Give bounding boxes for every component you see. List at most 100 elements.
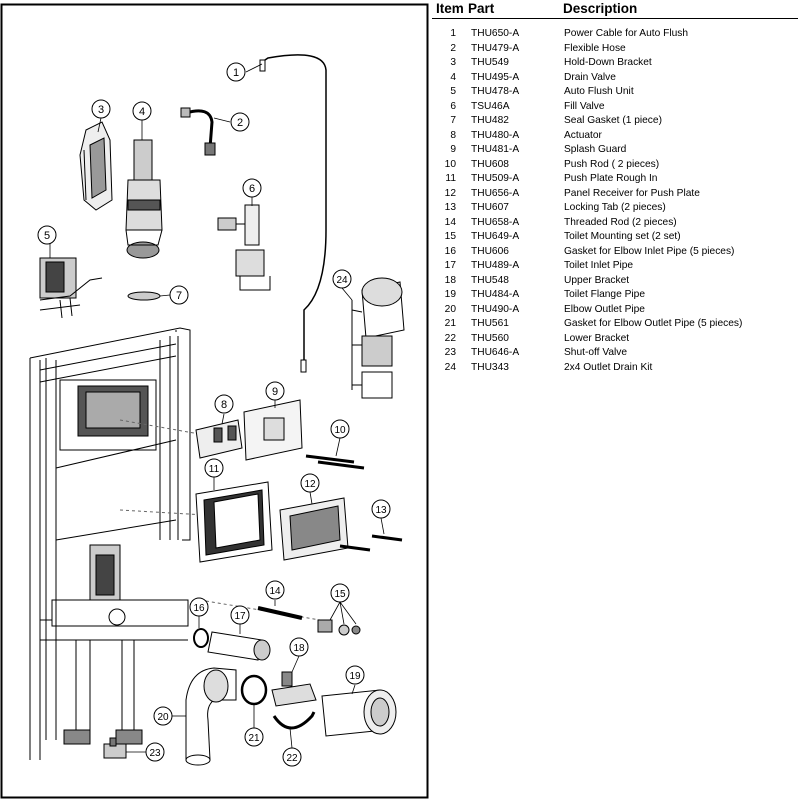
callout-label: 18 [293, 643, 305, 654]
item-number: 14 [444, 216, 456, 228]
power-cable-illustration [259, 54, 327, 373]
callout-14: 14 [265, 580, 285, 600]
callout-11: 11 [204, 458, 224, 478]
callout-4: 4 [132, 101, 152, 121]
callout-label: 5 [44, 230, 50, 242]
part-description: Splash Guard [564, 144, 627, 155]
header-divider [432, 18, 798, 19]
part-number: THU650-A [471, 28, 520, 39]
callout-label: 19 [349, 671, 361, 682]
callout-13: 13 [371, 499, 391, 519]
callout-label: 13 [375, 505, 387, 516]
shut-off-valve-illustration [103, 737, 127, 759]
part-number: THU479-A [471, 42, 520, 54]
part-description: Elbow Outlet Pipe [564, 303, 645, 315]
part-description: Upper Bracket [564, 274, 630, 286]
callout-7: 7 [169, 285, 189, 305]
callout-label: 7 [176, 290, 182, 302]
item-number: 5 [450, 86, 456, 97]
callout-label: 1 [233, 67, 239, 79]
part-number: THU478-A [471, 86, 520, 97]
item-number: 22 [444, 332, 456, 344]
part-number: THU658-A [471, 216, 520, 228]
mounting-frame-illustration [29, 327, 191, 760]
callout-label: 12 [304, 479, 316, 490]
callout-24: 24 [332, 269, 352, 289]
callout-label: 3 [98, 104, 104, 116]
part-number: THU549 [471, 57, 509, 68]
part-description: Auto Flush Unit [564, 86, 634, 97]
item-number: 15 [444, 231, 456, 242]
part-description: Drain Valve [564, 71, 616, 83]
item-number: 9 [450, 144, 456, 155]
push-plate-rough-in-illustration [195, 481, 273, 563]
outlet-drain-kit-illustration [351, 277, 405, 399]
part-description: Actuator [564, 129, 602, 141]
item-number: 19 [444, 289, 456, 300]
part-description: Locking Tab (2 pieces) [564, 202, 666, 213]
callout-label: 20 [157, 712, 169, 723]
part-number: THU495-A [471, 71, 520, 83]
part-number: THU482 [471, 115, 509, 126]
callout-20: 20 [153, 706, 173, 726]
item-number: 12 [444, 187, 456, 199]
callout-label: 2 [237, 117, 243, 129]
part-description: Shut-off Valve [564, 347, 628, 358]
panel-receiver-illustration [279, 497, 371, 561]
part-description: Toilet Inlet Pipe [564, 260, 634, 271]
item-number: 23 [444, 347, 456, 358]
toilet-mounting-set-illustration [317, 619, 361, 636]
callout-15: 15 [330, 583, 350, 603]
part-number: THU608 [471, 158, 509, 170]
item-number: 16 [444, 245, 456, 257]
item-number: 6 [450, 100, 456, 112]
push-rod-illustration [305, 454, 365, 470]
callout-5: 5 [37, 225, 57, 245]
callout-label: 10 [334, 425, 346, 436]
part-number: THU561 [471, 318, 509, 329]
callout-label: 14 [269, 586, 281, 597]
item-number: 1 [450, 28, 456, 39]
gasket-outlet-illustration [240, 674, 268, 706]
fill-valve-illustration [217, 204, 271, 291]
exploded-parts-diagram: 1 2 3 4 5 6 7 8 9 10 11 12 13 14 15 16 1… [0, 3, 429, 799]
callout-label: 6 [249, 183, 255, 195]
callout-9: 9 [265, 381, 285, 401]
seal-gasket-illustration [127, 291, 161, 301]
part-description: Gasket for Elbow Outlet Pipe (5 pieces) [564, 318, 743, 329]
table-row: 23 THU646-A Shut-off Valve [432, 346, 798, 361]
diagram-border [0, 3, 429, 799]
hold-down-bracket-illustration [79, 121, 113, 211]
part-number: THU656-A [471, 187, 520, 199]
table-row: 22 THU560 Lower Bracket [432, 332, 798, 347]
threaded-rod-illustration [257, 606, 303, 620]
callout-18: 18 [289, 637, 309, 657]
part-number: THU560 [471, 332, 509, 344]
part-number: THU649-A [471, 231, 520, 242]
toilet-inlet-pipe-illustration [207, 631, 271, 661]
gasket-inlet-illustration [193, 628, 209, 648]
part-number: THU607 [471, 202, 509, 213]
splash-guard-illustration [243, 399, 303, 461]
part-description: Push Plate Rough In [564, 173, 658, 184]
flexible-hose-illustration [180, 107, 216, 156]
part-description: Toilet Mounting set (2 set) [564, 231, 681, 242]
callout-label: 15 [334, 589, 346, 600]
callout-21: 21 [244, 727, 264, 747]
callout-19: 19 [345, 665, 365, 685]
part-number: THU646-A [471, 347, 520, 358]
item-number: 24 [444, 361, 456, 373]
part-description: Lower Bracket [564, 332, 630, 344]
